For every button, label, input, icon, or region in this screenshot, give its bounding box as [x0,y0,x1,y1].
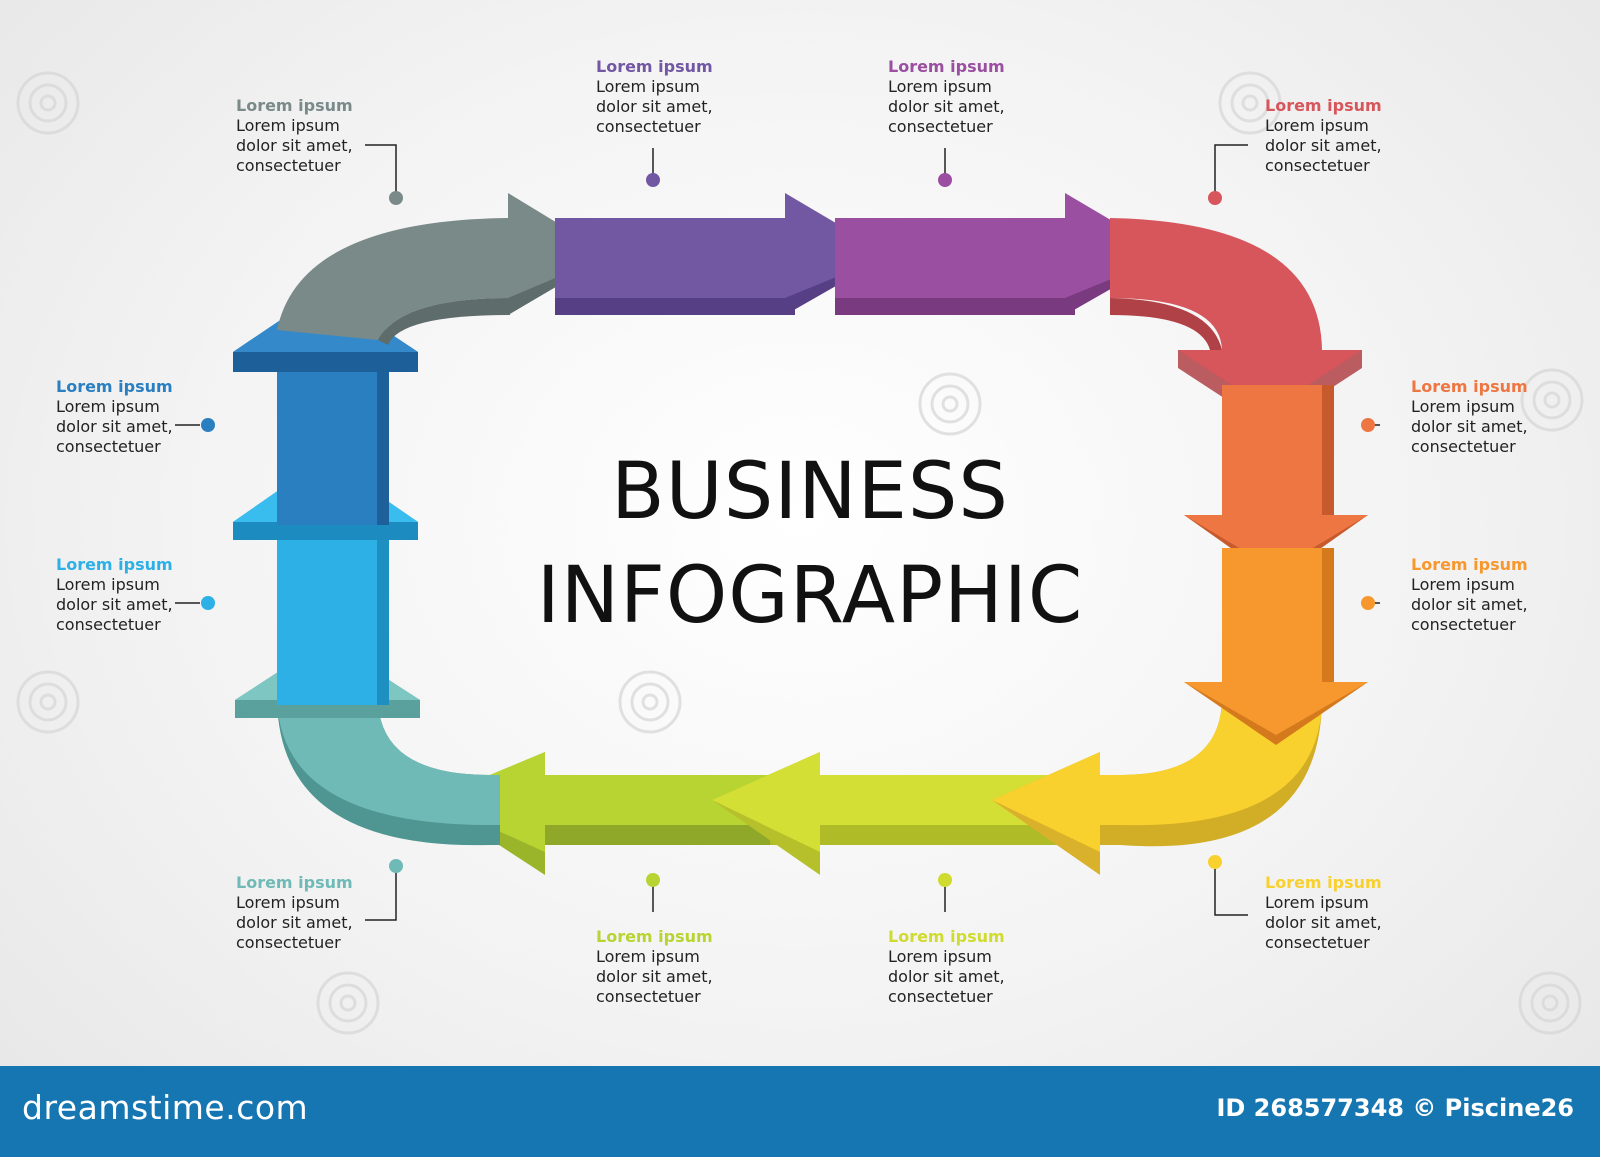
diagram-title: BUSINESS INFOGRAPHIC [470,440,1150,648]
label-title: Lorem ipsum [236,873,353,892]
label-teal: Lorem ipsum Lorem ipsum dolor sit amet, … [236,873,436,953]
label-text: Lorem ipsum dolor sit amet, consectetuer [1411,575,1528,634]
connector-lines [175,144,1380,921]
label-title: Lorem ipsum [1411,555,1528,574]
label-magenta: Lorem ipsum Lorem ipsum dolor sit amet, … [888,57,1088,137]
label-text: Lorem ipsum dolor sit amet, consectetuer [596,77,713,136]
label-text: Lorem ipsum dolor sit amet, consectetuer [1265,893,1382,952]
label-title: Lorem ipsum [56,377,173,396]
label-lime: Lorem ipsum Lorem ipsum dolor sit amet, … [596,927,796,1007]
arrow-orange [1184,385,1368,580]
label-title: Lorem ipsum [56,555,173,574]
label-text: Lorem ipsum dolor sit amet, consectetuer [1265,116,1382,175]
arrow-blue [233,290,418,525]
label-red: Lorem ipsum Lorem ipsum dolor sit amet, … [1265,96,1465,176]
label-title: Lorem ipsum [888,927,1005,946]
label-sky-blue: Lorem ipsum Lorem ipsum dolor sit amet, … [56,555,256,635]
label-title: Lorem ipsum [1265,873,1382,892]
label-text: Lorem ipsum dolor sit amet, consectetuer [888,947,1005,1006]
watermark-swirls [16,71,1584,1035]
title-line-2: INFOGRAPHIC [536,551,1084,641]
label-yellow: Lorem ipsum Lorem ipsum dolor sit amet, … [1265,873,1465,953]
label-title: Lorem ipsum [888,57,1005,76]
label-text: Lorem ipsum dolor sit amet, consectetuer [1411,397,1528,456]
label-blue: Lorem ipsum Lorem ipsum dolor sit amet, … [56,377,256,457]
label-text: Lorem ipsum dolor sit amet, consectetuer [56,575,173,634]
label-orange: Lorem ipsum Lorem ipsum dolor sit amet, … [1411,377,1600,457]
label-title: Lorem ipsum [236,96,353,115]
label-purple: Lorem ipsum Lorem ipsum dolor sit amet, … [596,57,796,137]
label-text: Lorem ipsum dolor sit amet, consectetuer [236,116,353,175]
label-yellow-green: Lorem ipsum Lorem ipsum dolor sit amet, … [888,927,1088,1007]
label-title: Lorem ipsum [1265,96,1382,115]
arrow-lt-orange [1184,548,1368,745]
label-gray: Lorem ipsum Lorem ipsum dolor sit amet, … [236,96,436,176]
label-title: Lorem ipsum [596,57,713,76]
footer-bar: dreamstime.com ID 268577348 © Piscine26 [0,1066,1600,1157]
label-title: Lorem ipsum [1411,377,1528,396]
label-title: Lorem ipsum [596,927,713,946]
footer-logo[interactable]: dreamstime.com [22,1088,309,1127]
arrow-yellow-green [712,752,1100,875]
cycle-diagram [16,71,1584,1035]
label-text: Lorem ipsum dolor sit amet, consectetuer [236,893,353,952]
footer-image-id: ID 268577348 © Piscine26 [1216,1094,1574,1122]
title-line-1: BUSINESS [611,447,1009,537]
label-text: Lorem ipsum dolor sit amet, consectetuer [56,397,173,456]
label-lt-orange: Lorem ipsum Lorem ipsum dolor sit amet, … [1411,555,1600,635]
connector-dots [201,173,1375,887]
label-text: Lorem ipsum dolor sit amet, consectetuer [596,947,713,1006]
label-text: Lorem ipsum dolor sit amet, consectetuer [888,77,1005,136]
